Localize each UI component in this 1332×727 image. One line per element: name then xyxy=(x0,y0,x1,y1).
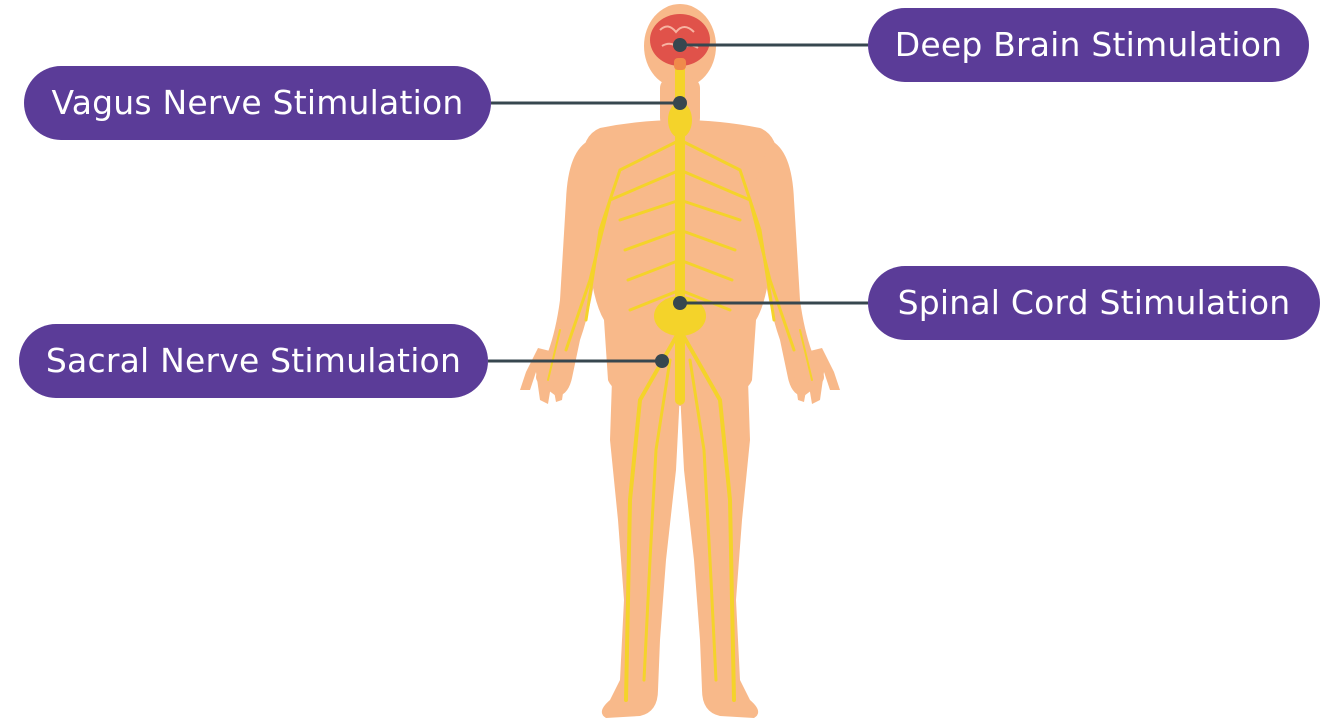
label-spinal-cord-stimulation: Spinal Cord Stimulation xyxy=(868,266,1320,340)
label-sacral-nerve-stimulation: Sacral Nerve Stimulation xyxy=(19,324,488,398)
dot-sacral-nerve xyxy=(655,354,669,368)
dot-spinal-cord xyxy=(673,296,687,310)
label-vagus-nerve-stimulation: Vagus Nerve Stimulation xyxy=(24,66,491,140)
dot-vagus-nerve xyxy=(673,96,687,110)
dot-deep-brain xyxy=(673,38,687,52)
label-deep-brain-stimulation: Deep Brain Stimulation xyxy=(868,8,1309,82)
